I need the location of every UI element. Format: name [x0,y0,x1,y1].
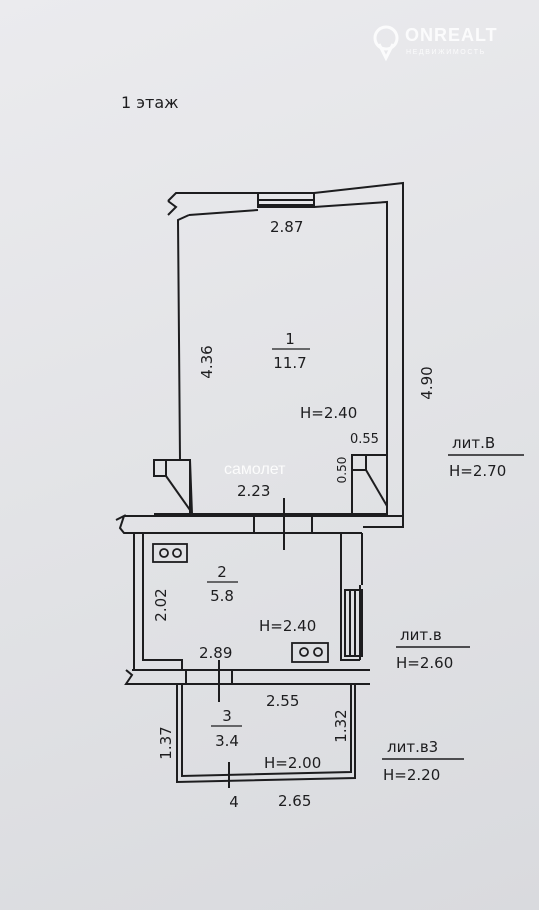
room-1-walls [153,181,404,528]
watermark-overlay: самолет [224,461,286,478]
room-1-number: 1 [285,330,295,348]
niche-left-step [153,459,167,477]
room-1-width-top: 2.87 [270,218,303,236]
niche-right-diagonal [365,469,388,507]
room-2-length-left: 2.02 [152,588,170,621]
room-3-length-left: 1.37 [157,726,175,759]
lit-B-height: H=2.70 [449,462,506,480]
partition-1-2-lower-line [115,514,362,534]
floor-label: 1 этаж [121,93,179,112]
stove-burner [313,647,323,657]
room-3-bottom-width: 2.65 [278,792,311,810]
room-3-number: 3 [222,707,232,725]
room-3-walls [176,684,356,788]
room-3-height: H=2.00 [264,754,321,772]
room-2-left-wall [133,533,183,670]
lit-b3-name: лит.в3 [387,738,438,756]
lit-B-name: лит.В [452,434,495,452]
room-3-outline [176,684,356,784]
location-pin-icon [373,25,399,51]
room-1-outer-wall [167,181,404,528]
room-1-length-left: 4.36 [198,345,216,378]
niche-right [351,454,388,515]
niche-right-step [352,454,367,471]
room-3-width-top: 2.55 [266,692,299,710]
room-3-area: 3.4 [215,732,239,750]
stove-burner [159,548,169,558]
room-1-length-right: 4.90 [418,366,436,399]
room-3-length-right: 1.32 [332,709,350,742]
room-2-height: H=2.40 [259,617,316,635]
room-4-number: 4 [229,793,239,811]
room-2-walls [124,533,370,702]
partition-2-3 [124,669,370,685]
room-1-area: 11.7 [273,354,306,372]
room-2-right-wall [340,533,363,661]
lit-b-name: лит.в [400,626,442,644]
watermark-tagline: НЕДВИЖИМОСТЬ [406,49,486,56]
lit-b-height: H=2.60 [396,654,453,672]
stove-icon-room-2-bottom [291,642,329,663]
lit-b3-height: H=2.20 [383,766,440,784]
stove-icon-room-2-top [152,543,188,563]
room-1-bottom-width: 2.23 [237,482,270,500]
watermark-brand: ONREALT [405,25,498,45]
room-2-bottom-width: 2.89 [199,644,232,662]
location-pin-tail [377,43,395,62]
partition-1-2 [115,498,403,550]
niche-left [154,459,191,515]
niche-left-diagonal [165,475,191,511]
room-1-niche-height: 0.50 [335,457,349,484]
wall-break-mark [167,200,178,216]
window-room-2 [344,589,363,657]
door-2-3 [185,669,233,685]
watermark-logo: ONREALT НЕДВИЖИМОСТЬ [373,25,498,62]
room-1-niche-width: 0.55 [350,432,379,447]
stove-body [291,642,329,663]
room-2-area: 5.8 [210,587,234,605]
stove-burner [299,647,309,657]
stove-burner [172,548,182,558]
room-1-height: H=2.40 [300,404,357,422]
stove-body [152,543,188,563]
room-2-number: 2 [217,563,227,581]
